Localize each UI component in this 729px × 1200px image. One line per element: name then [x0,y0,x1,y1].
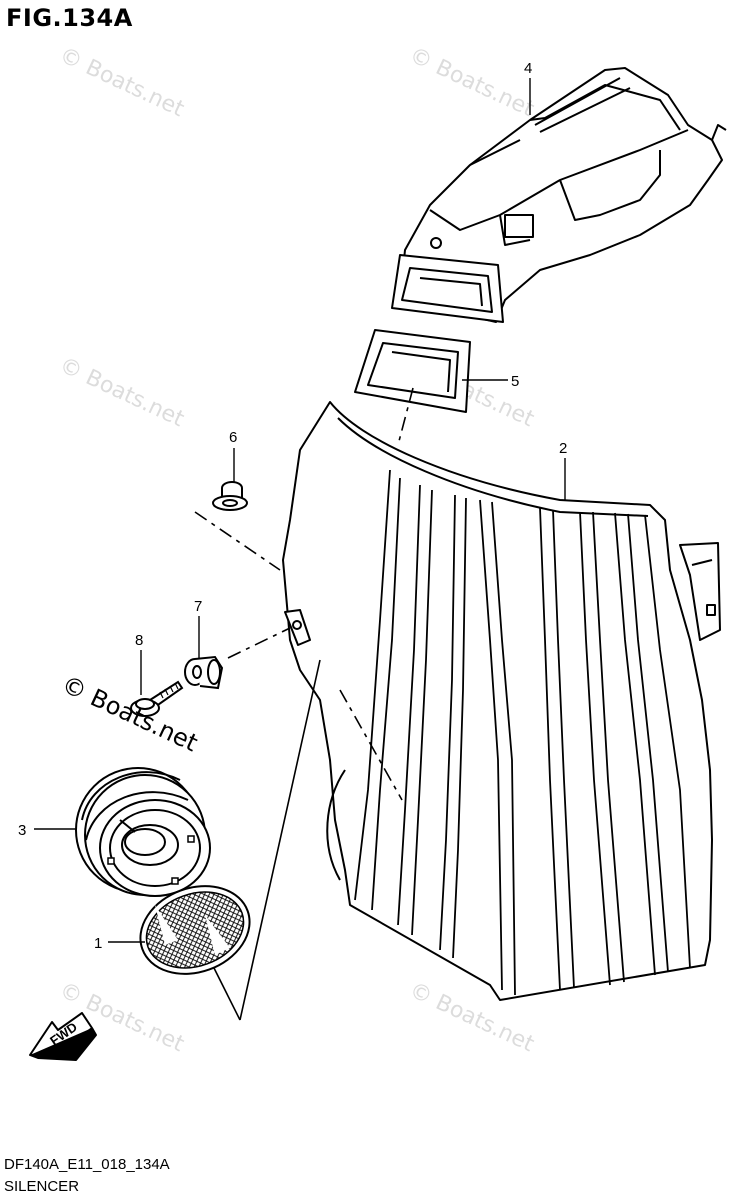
watermark-dark: © Boats.net [57,670,202,757]
callout-2: 2 [559,440,567,457]
part-3-housing [75,767,211,897]
assembly-guide-lines [194,387,414,801]
callout-8: 8 [135,632,143,649]
figure-title: FIG.134A [6,4,133,32]
part-5-seal [354,329,471,413]
watermark: © Boats.net [55,43,188,123]
part-7-grommet [184,655,224,690]
callout-1: 1 [94,935,102,952]
callout-7: 7 [194,598,202,615]
callout-4: 4 [524,60,532,77]
part-1-mesh-screen [139,885,251,975]
part-4-intake-duct [391,67,727,323]
part-2-silencer-body [282,401,721,1001]
callouts [34,78,566,943]
diagram-code: DF140A_E11_018_134A [4,1156,170,1173]
callout-5: 5 [511,373,519,390]
callout-6: 6 [229,429,237,446]
part-8-bolt [130,680,184,717]
fwd-direction-arrow: FWD [29,1012,97,1061]
watermark: © Boats.net [55,353,188,433]
part-6-grommet [212,481,248,511]
watermark: © Boats.net [405,43,538,123]
callout-numbers: 1 2 3 4 5 6 7 8 [18,60,567,952]
assembly-name: SILENCER [4,1178,80,1195]
callout-3: 3 [18,822,26,839]
